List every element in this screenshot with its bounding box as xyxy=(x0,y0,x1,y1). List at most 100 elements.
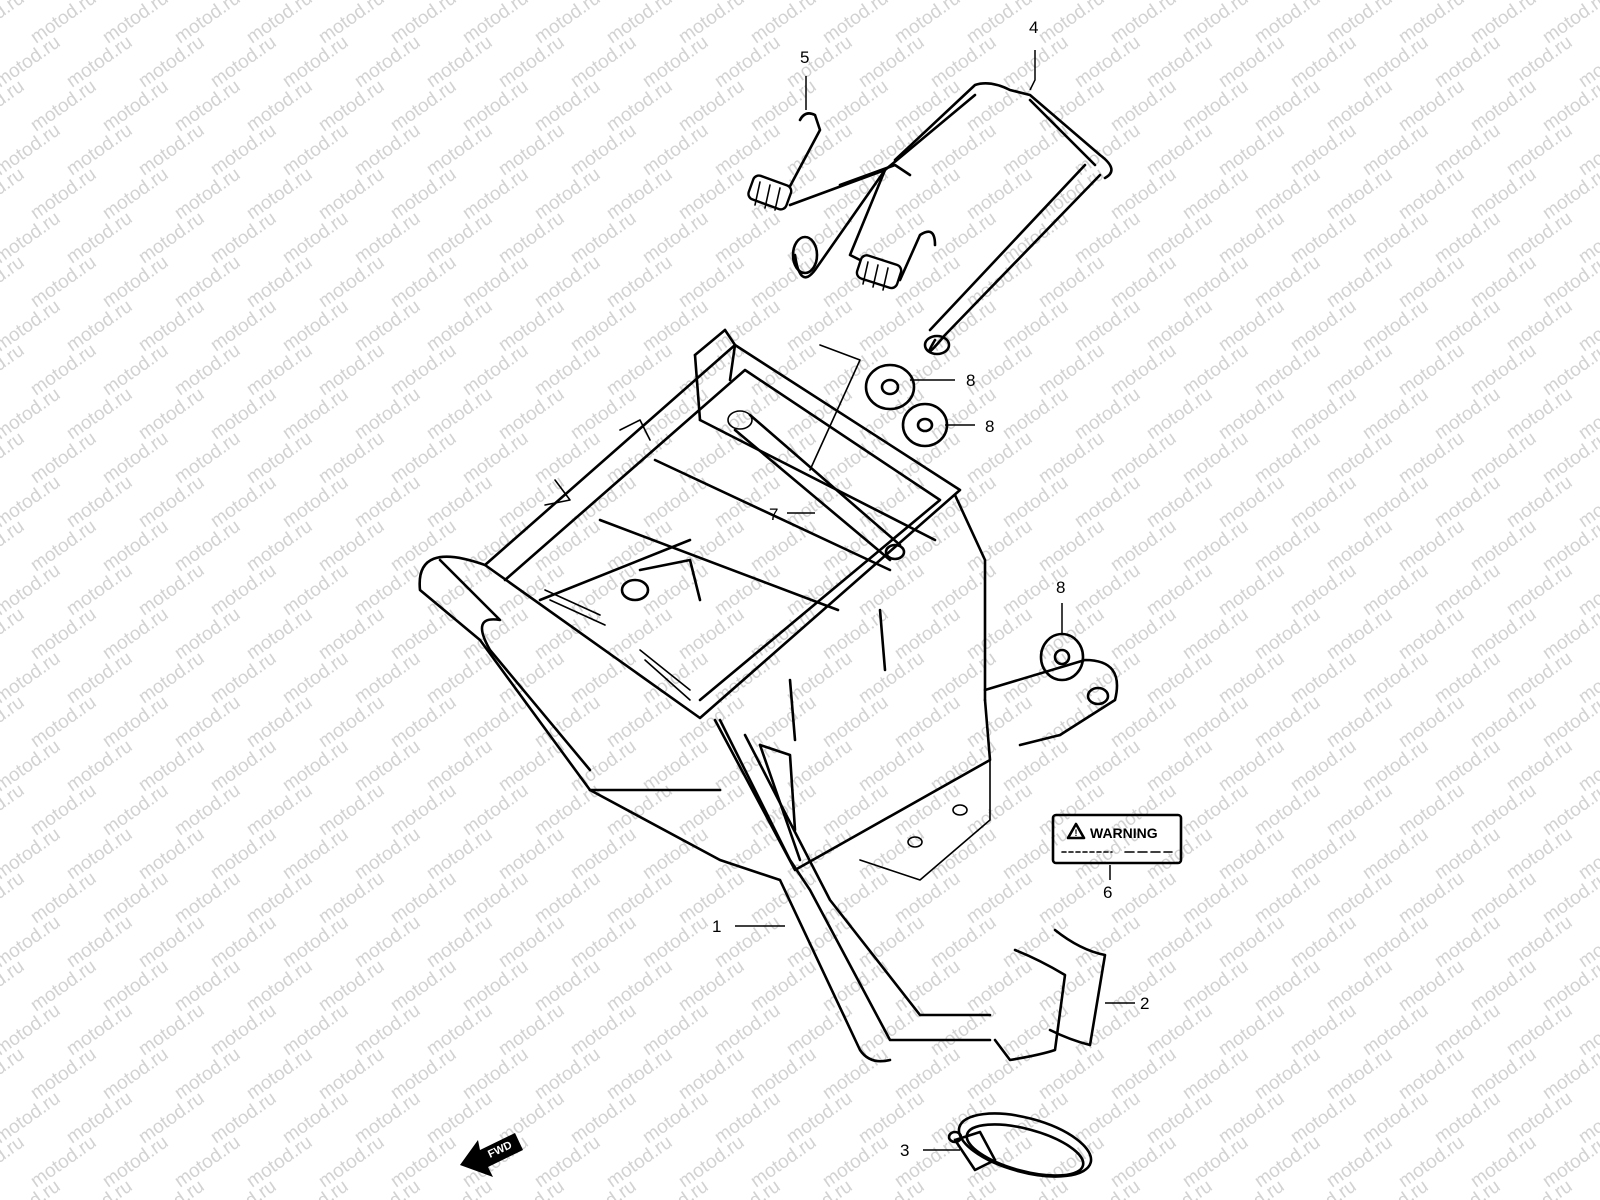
watermark-text: motod.ru xyxy=(1431,1000,1504,1060)
watermark-text: motod.ru xyxy=(1323,516,1396,576)
watermark-text: motod.ru xyxy=(171,1044,244,1104)
watermark-text: motod.ru xyxy=(567,736,640,796)
callout-8b: 8 xyxy=(985,417,994,436)
watermark-text: motod.ru xyxy=(603,604,676,664)
watermark-text: motod.ru xyxy=(711,120,784,180)
watermark-text: motod.ru xyxy=(0,164,28,224)
watermark-text: motod.ru xyxy=(27,780,100,840)
watermark-text: motod.ru xyxy=(351,384,424,444)
watermark-text: motod.ru xyxy=(891,604,964,664)
watermark-text: motod.ru xyxy=(1251,76,1324,136)
watermark-text: motod.ru xyxy=(675,428,748,488)
watermark-text: motod.ru xyxy=(63,648,136,708)
watermark-text: motod.ru xyxy=(207,472,280,532)
watermark-text: motod.ru xyxy=(1179,252,1252,312)
watermark-text: motod.ru xyxy=(207,1176,280,1200)
watermark-text: motod.ru xyxy=(1287,1176,1360,1200)
watermark-text: motod.ru xyxy=(1323,780,1396,840)
watermark-text: motod.ru xyxy=(1323,76,1396,136)
watermark-text: motod.ru xyxy=(1359,736,1432,796)
watermark-text: motod.ru xyxy=(1503,32,1576,92)
watermark-text: motod.ru xyxy=(135,296,208,356)
watermark-text: motod.ru xyxy=(747,1044,820,1104)
watermark-text: motod.ru xyxy=(1071,912,1144,972)
watermark-text: motod.ru xyxy=(1431,560,1504,620)
watermark-text: motod.ru xyxy=(387,780,460,840)
watermark-text: motod.ru xyxy=(927,648,1000,708)
watermark-text: motod.ru xyxy=(0,956,28,1016)
watermark-text: motod.ru xyxy=(1359,384,1432,444)
watermark-text: motod.ru xyxy=(1395,428,1468,488)
watermark-text: motod.ru xyxy=(495,1000,568,1060)
watermark-text: motod.ru xyxy=(855,560,928,620)
watermark-text: motod.ru xyxy=(207,648,280,708)
watermark-text: motod.ru xyxy=(675,340,748,400)
watermark-text: motod.ru xyxy=(1215,208,1288,268)
watermark-text: motod.ru xyxy=(675,692,748,752)
watermark-text: motod.ru xyxy=(0,0,28,48)
watermark-text: motod.ru xyxy=(1107,164,1180,224)
watermark-text: motod.ru xyxy=(963,604,1036,664)
watermark-text: motod.ru xyxy=(1035,516,1108,576)
watermark-text: motod.ru xyxy=(1107,604,1180,664)
watermark-text: motod.ru xyxy=(1107,428,1180,488)
watermark-text: motod.ru xyxy=(1215,648,1288,708)
watermark-text: motod.ru xyxy=(63,472,136,532)
watermark-text: motod.ru xyxy=(387,76,460,136)
watermark-text: motod.ru xyxy=(1251,1044,1324,1104)
watermark-text: motod.ru xyxy=(1179,868,1252,928)
callout-labels: 1 2 3 4 5 6 7 8 8 8 xyxy=(712,18,1149,1160)
watermark-text: motod.ru xyxy=(1503,912,1576,972)
watermark-text: motod.ru xyxy=(1503,384,1576,444)
watermark-text: motod.ru xyxy=(1359,120,1432,180)
watermark-text: motod.ru xyxy=(1323,1044,1396,1104)
watermark-text: motod.ru xyxy=(315,780,388,840)
watermark-text: motod.ru xyxy=(171,252,244,312)
callout-2: 2 xyxy=(1140,994,1149,1013)
watermark-text: motod.ru xyxy=(963,516,1036,576)
watermark-text: motod.ru xyxy=(711,32,784,92)
watermark-text: motod.ru xyxy=(1287,208,1360,268)
watermark-text: motod.ru xyxy=(999,912,1072,972)
watermark-text: motod.ru xyxy=(1575,0,1600,4)
watermark-text: motod.ru xyxy=(423,32,496,92)
watermark-text: motod.ru xyxy=(27,76,100,136)
watermark-text: motod.ru xyxy=(279,1176,352,1200)
watermark-text: motod.ru xyxy=(459,868,532,928)
watermark-text: motod.ru xyxy=(1359,824,1432,884)
watermark-text: motod.ru xyxy=(1467,1044,1540,1104)
watermark-text: motod.ru xyxy=(423,736,496,796)
watermark-text: motod.ru xyxy=(315,1132,388,1192)
watermark-text: motod.ru xyxy=(603,868,676,928)
watermark-text: motod.ru xyxy=(999,648,1072,708)
watermark-text: motod.ru xyxy=(63,296,136,356)
watermark-text: motod.ru xyxy=(1539,428,1600,488)
watermark-text: motod.ru xyxy=(279,32,352,92)
watermark-text: motod.ru xyxy=(891,956,964,1016)
watermark-text: motod.ru xyxy=(1503,296,1576,356)
watermark-text: motod.ru xyxy=(99,1044,172,1104)
watermark-text: motod.ru xyxy=(207,912,280,972)
callout-8c: 8 xyxy=(1056,578,1065,597)
watermark-text: motod.ru xyxy=(279,384,352,444)
watermark-text: motod.ru xyxy=(927,296,1000,356)
watermark-text: motod.ru xyxy=(1179,76,1252,136)
watermark-text: motod.ru xyxy=(999,472,1072,532)
watermark-text: motod.ru xyxy=(1071,384,1144,444)
watermark-text: motod.ru xyxy=(1467,428,1540,488)
callout-5: 5 xyxy=(800,48,809,67)
watermark-text: motod.ru xyxy=(783,1088,856,1148)
watermark-text: motod.ru xyxy=(135,912,208,972)
watermark-text: motod.ru xyxy=(1359,472,1432,532)
watermark-text: motod.ru xyxy=(1035,428,1108,488)
watermark-text: motod.ru xyxy=(315,340,388,400)
watermark-text: motod.ru xyxy=(1503,736,1576,796)
watermark-text: motod.ru xyxy=(783,824,856,884)
watermark-text: motod.ru xyxy=(387,1044,460,1104)
watermark-text: motod.ru xyxy=(495,384,568,444)
watermark-text: motod.ru xyxy=(99,868,172,928)
watermark-text: motod.ru xyxy=(1035,252,1108,312)
watermark-text: motod.ru xyxy=(243,1044,316,1104)
watermark-text: motod.ru xyxy=(1431,120,1504,180)
watermark-text: motod.ru xyxy=(423,120,496,180)
